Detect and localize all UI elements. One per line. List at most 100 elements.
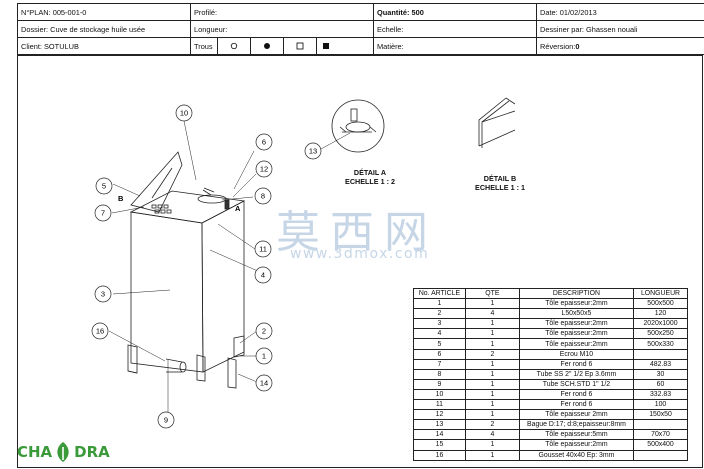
bom-cell: 1 <box>464 439 520 451</box>
balloon: 14 <box>255 374 273 392</box>
drawing-frame <box>17 55 703 468</box>
bom-cell: 1 <box>464 318 520 330</box>
bom-cell: Bague D:17; d:8;epaisseur:8mm <box>518 419 635 431</box>
tank-lid <box>130 151 183 213</box>
hole-filled-square-option <box>315 37 375 55</box>
bom-cell: 1 <box>464 449 520 461</box>
balloon: 11 <box>254 240 272 258</box>
bom-cell: Tôle epaisseur:5mm <box>518 429 635 441</box>
filled-square-icon <box>323 43 329 49</box>
bom-cell: 1 <box>464 298 520 310</box>
bom-cell: Tôle epaisseur:2mm <box>518 338 635 350</box>
watermark-chars: 莫西网 <box>276 207 438 258</box>
bom-header-cell: QTE <box>464 287 520 300</box>
view-label-a: A <box>235 204 241 213</box>
drain-pipe <box>179 361 187 373</box>
bom-cell: 4 <box>464 429 520 441</box>
bom-cell: 332.83 <box>633 388 688 401</box>
balloon: 1 <box>255 347 273 365</box>
bom-cell: 1 <box>464 368 520 380</box>
balloon: 6 <box>255 133 273 151</box>
bom-cell: 1 <box>464 378 520 390</box>
detail-a-caption: DÉTAIL A ECHELLE 1 : 2 <box>345 168 395 186</box>
bom-cell: Ecrou M10 <box>518 348 635 360</box>
balloon-number: 16 <box>96 327 104 336</box>
view-label-b: B <box>118 194 124 203</box>
bom-cell: 8 <box>413 368 466 380</box>
balloon: 4 <box>254 266 272 284</box>
balloon-number: 1 <box>262 352 266 361</box>
detail-a-drawing <box>320 99 385 153</box>
bom-cell: 2020x1000 <box>633 318 688 330</box>
balloon-number: 3 <box>101 290 105 299</box>
bom-cell: 60 <box>633 378 688 390</box>
bom-cell: 482.83 <box>633 358 688 370</box>
bom-header-cell: DESCRIPTION <box>518 287 635 300</box>
bom-cell: 500x250 <box>633 328 688 340</box>
bom-cell: Tôle epaisseur 2mm <box>518 409 635 421</box>
balloon-number: 12 <box>260 165 268 174</box>
bom-cell: 5 <box>413 338 466 350</box>
balloon-number: 11 <box>259 245 267 254</box>
bom-cell: Tôle epaisseur:2mm <box>518 439 635 451</box>
bom-cell: Fer rond 6 <box>518 358 635 370</box>
balloon: 10 <box>175 104 193 122</box>
bom-cell: L50x50x5 <box>518 308 635 320</box>
bom-cell: 500x330 <box>633 338 688 350</box>
balloon-number: 8 <box>261 192 265 201</box>
leader-lines <box>108 120 261 412</box>
bom-cell: Tube SS 2" 1/2 Ep 3.6mm <box>518 368 635 380</box>
balloon-number: 13 <box>309 147 317 156</box>
bom-cell: 4 <box>464 308 520 320</box>
bom-cell: 1 <box>413 298 466 310</box>
bom-cell: 1 <box>464 409 520 421</box>
filled-circle-icon <box>264 43 270 49</box>
title-block: N°PLAN: 005-001-0 Profilé: Quantité: 500… <box>17 3 704 55</box>
balloon-number: 6 <box>262 138 266 147</box>
bom-header-cell: LONGUEUR <box>633 287 688 300</box>
bom-cell: 1 <box>464 399 520 411</box>
balloon: 16 <box>91 322 109 340</box>
bom-cell: 30 <box>633 368 688 380</box>
balloon: 13 <box>304 142 322 160</box>
balloon-number: 14 <box>260 379 268 388</box>
bom-cell: Tôle epaisseur:2mm <box>518 318 635 330</box>
bom-cell: Gousset 40x40 Ep: 3mm <box>518 449 635 461</box>
bom-cell <box>633 419 688 431</box>
bom-header-cell: No. ARTICLE <box>413 287 466 300</box>
bom-cell <box>633 449 688 461</box>
logo-leaf-icon <box>57 442 69 462</box>
bom-cell: 1 <box>464 358 520 370</box>
bom-cell: 1 <box>464 328 520 340</box>
bom-cell: 1 <box>464 388 520 401</box>
bom-cell: 4 <box>413 328 466 340</box>
bom-cell: 1 <box>464 338 520 350</box>
balloon-number: 7 <box>101 209 105 218</box>
watermark-url: www.3dmox.com <box>290 246 430 262</box>
bom-cell: 10 <box>413 388 466 401</box>
bom-cell: 100 <box>633 399 688 411</box>
bom-cell: Tube SCH.STD 1" 1/2 <box>518 378 635 390</box>
bom-cell: 11 <box>413 399 466 411</box>
bom-cell: Tôle epaisseur:2mm <box>518 328 635 340</box>
bom-cell: 13 <box>413 419 466 431</box>
balloon: 2 <box>255 322 273 340</box>
bom-cell: 2 <box>464 348 520 360</box>
tank-top-face <box>129 190 246 224</box>
